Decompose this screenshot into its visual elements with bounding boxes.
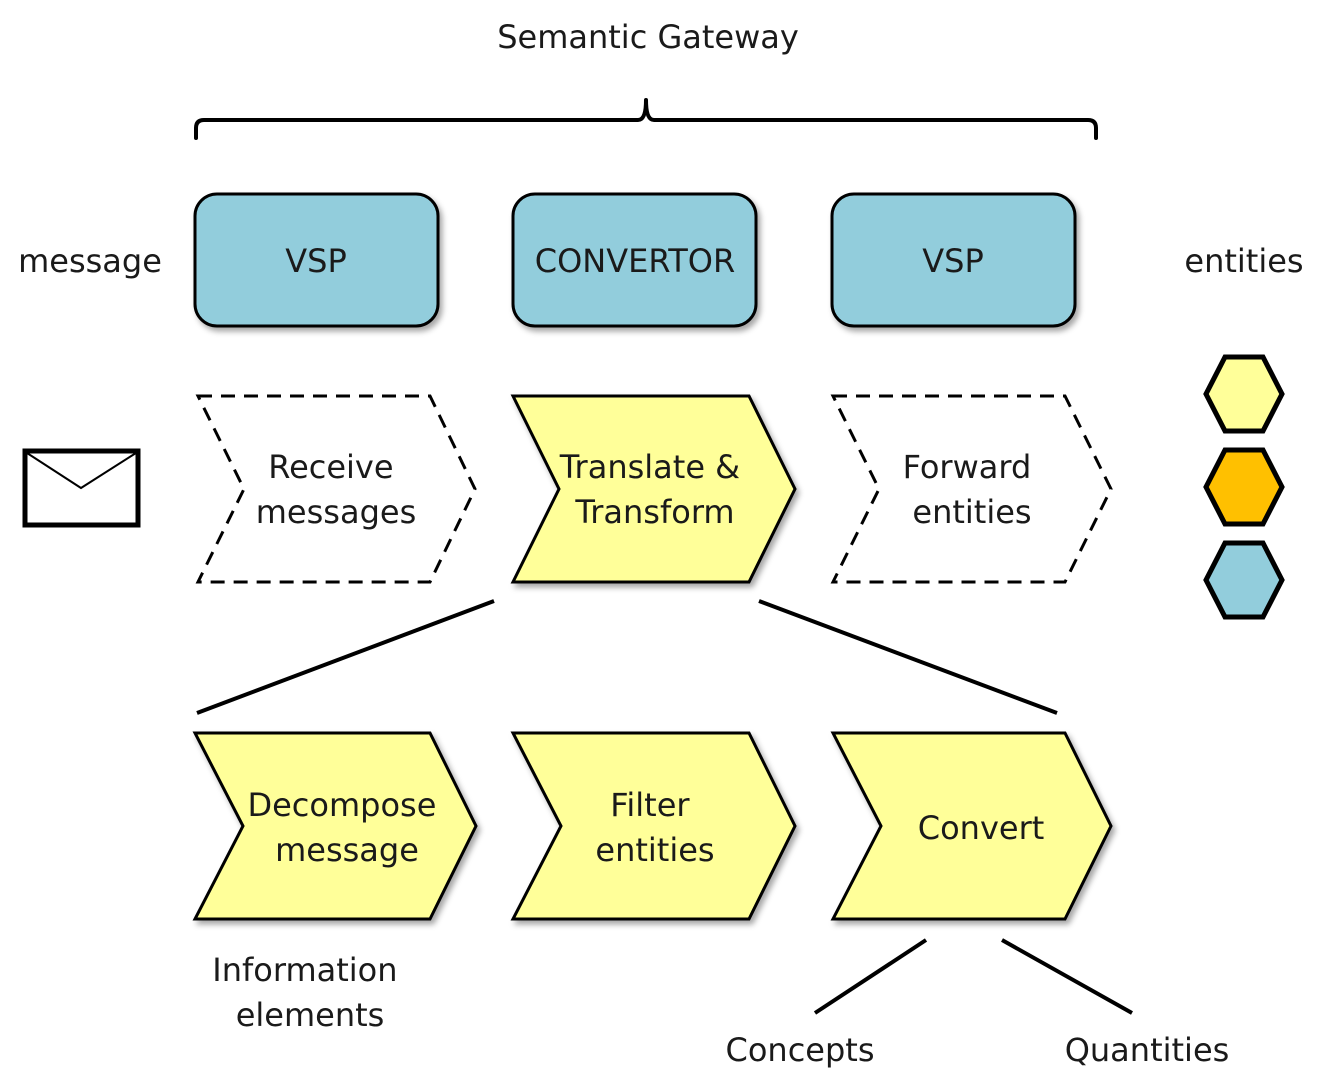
chevron-shape [192,731,478,921]
quantities-label: Quantities [1065,1031,1230,1069]
substep-label: Filter entities [595,786,714,869]
step-label-line: Translate & [559,448,740,486]
component-label: CONVERTOR [535,242,735,280]
substep-label-line: Decompose [247,786,436,824]
component-convertor: CONVERTOR [511,192,758,328]
information-elements-label: Information elements [212,951,407,1034]
step-label-line: entities [912,493,1031,531]
chevron-shape [830,731,1113,921]
component-label: VSP [922,242,984,280]
concepts-label: Concepts [725,1031,874,1069]
step-translate-transform: Translate & Transform [510,394,797,584]
gateway-brace [194,98,1098,140]
component-box [193,192,440,328]
substep-convert: Convert [830,731,1113,921]
substep-label: Decompose message [247,786,446,869]
step-forward-entities: Forward entities [830,394,1113,584]
entity-hexagon-orange [1203,447,1285,527]
substep-label-line: Filter [610,786,690,824]
expansion-line-right [758,599,1058,715]
substep-filter-entities: Filter entities [510,731,797,921]
branch-line-quantities [1001,938,1133,1015]
chevron-shape [510,731,797,921]
substep-label-line: message [275,831,419,869]
component-box [830,192,1077,328]
entities-label: entities [1184,242,1303,280]
step-label-line: Forward [903,448,1032,486]
step-label: Forward entities [903,448,1042,531]
chevron-shape [195,394,477,584]
step-label: Receive messages [256,448,416,531]
chevron-shape [510,394,797,584]
entity-hexagon-yellow [1203,354,1285,434]
substep-label: Convert [918,809,1045,847]
message-label: message [18,242,162,280]
component-vsp-right: VSP [830,192,1077,328]
envelope-icon [22,448,141,528]
step-receive-messages: Receive messages [195,394,477,584]
expansion-line-left [196,599,495,715]
component-label: VSP [285,242,347,280]
step-label: Translate & Transform [559,448,751,531]
substep-label-line: entities [595,831,714,869]
component-vsp-left: VSP [193,192,440,328]
component-box [511,192,758,328]
annotation-line: Information [212,951,397,989]
step-label-line: Receive [268,448,393,486]
step-label-line: messages [256,493,416,531]
step-label-line: Transform [574,493,734,531]
diagram-title: Semantic Gateway [497,18,799,56]
annotation-line: elements [236,996,385,1034]
chevron-shape [830,394,1113,584]
entity-hexagon-blue [1203,540,1285,620]
substep-decompose-message: Decompose message [192,731,478,921]
branch-line-concepts [813,938,928,1015]
